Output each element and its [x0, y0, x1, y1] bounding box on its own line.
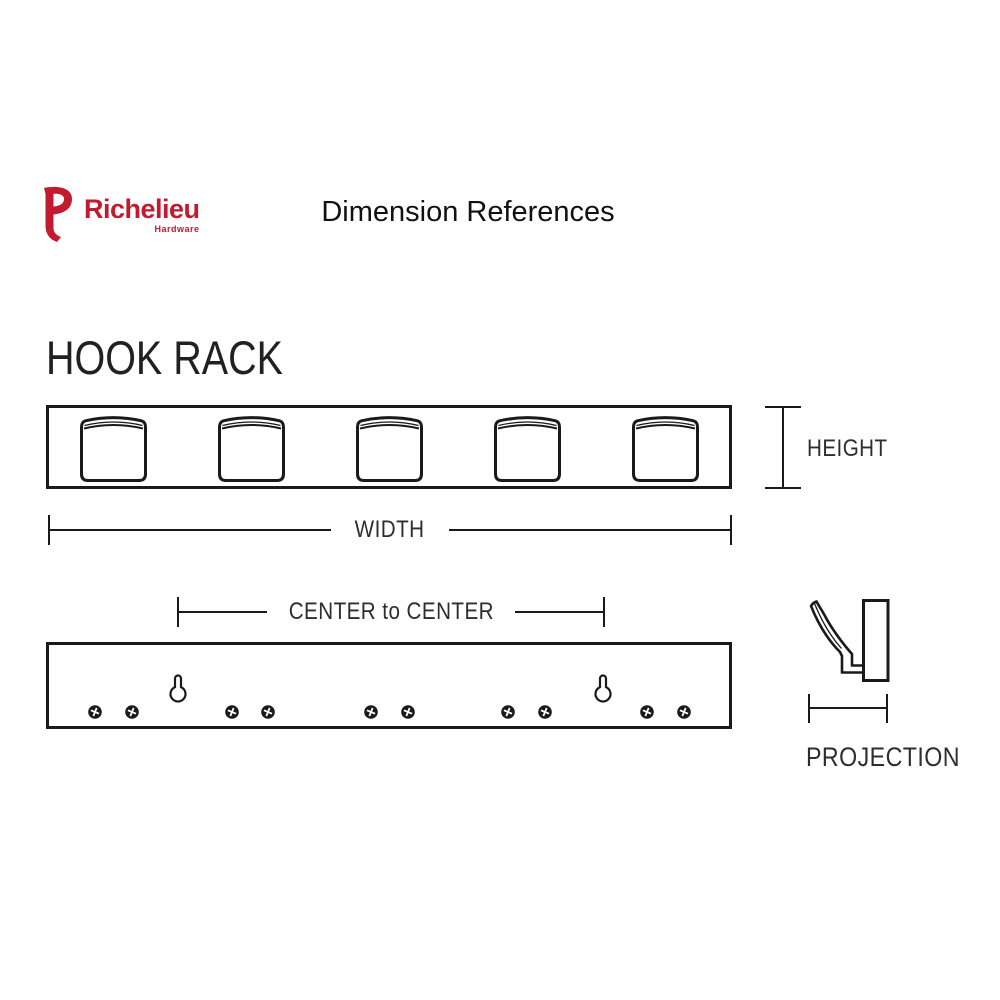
hook-front-icon: [218, 416, 285, 482]
screw-icon: [224, 704, 240, 720]
projection-dim-line: [809, 707, 887, 709]
projection-label: PROJECTION: [806, 742, 960, 772]
richelieu-logo: Richelieu Hardware: [30, 186, 200, 242]
height-label: HEIGHT: [807, 435, 888, 462]
height-dim-line: [782, 407, 784, 488]
center-to-center-label: CENTER to CENTER: [288, 598, 494, 625]
screw-icon: [124, 704, 140, 720]
hook-front-icon: [494, 416, 561, 482]
screw-icon: [400, 704, 416, 720]
screw-icon: [87, 704, 103, 720]
center-to-center-dimension: CENTER to CENTER: [177, 597, 606, 627]
hook-profile: [809, 600, 866, 674]
c2c-dim-left-tick: [177, 597, 179, 627]
richelieu-r-icon: [44, 186, 72, 242]
width-dim-left-line: [50, 529, 332, 531]
page-title: Dimension References: [321, 196, 615, 228]
c2c-dim-right-line: [515, 611, 604, 613]
screw-icon: [500, 704, 516, 720]
hook-front-icon: [632, 416, 699, 482]
rack-bar-back: [46, 642, 732, 729]
hook-side-view: [809, 599, 890, 682]
width-dim-right-line: [448, 529, 730, 531]
hook-profile-detail-line: [813, 603, 842, 649]
screw-icon: [537, 704, 553, 720]
height-dim-bottom-cap: [765, 487, 801, 489]
width-label: WIDTH: [355, 516, 425, 543]
hook-front-icon: [356, 416, 423, 482]
width-dim-left-tick: [48, 515, 50, 545]
hook-backplate: [862, 599, 890, 682]
c2c-dim-left-line: [179, 611, 267, 613]
hook-front-icon: [80, 416, 147, 482]
logo-text: Richelieu Hardware: [84, 194, 200, 235]
brand-name: Richelieu: [84, 194, 200, 224]
width-dim-right-tick: [730, 515, 732, 545]
hook-rack-front-view: [46, 405, 732, 489]
screw-icon: [260, 704, 276, 720]
product-heading: HOOK RACK: [46, 331, 283, 384]
screw-icon: [639, 704, 655, 720]
width-dimension: WIDTH: [48, 515, 732, 545]
hook-rack-back-view: [46, 642, 732, 729]
screw-icon: [363, 704, 379, 720]
brand-tagline: Hardware: [154, 224, 200, 234]
projection-dim-right-tick: [886, 694, 888, 723]
c2c-dim-right-tick: [603, 597, 606, 627]
screw-icon: [676, 704, 692, 720]
